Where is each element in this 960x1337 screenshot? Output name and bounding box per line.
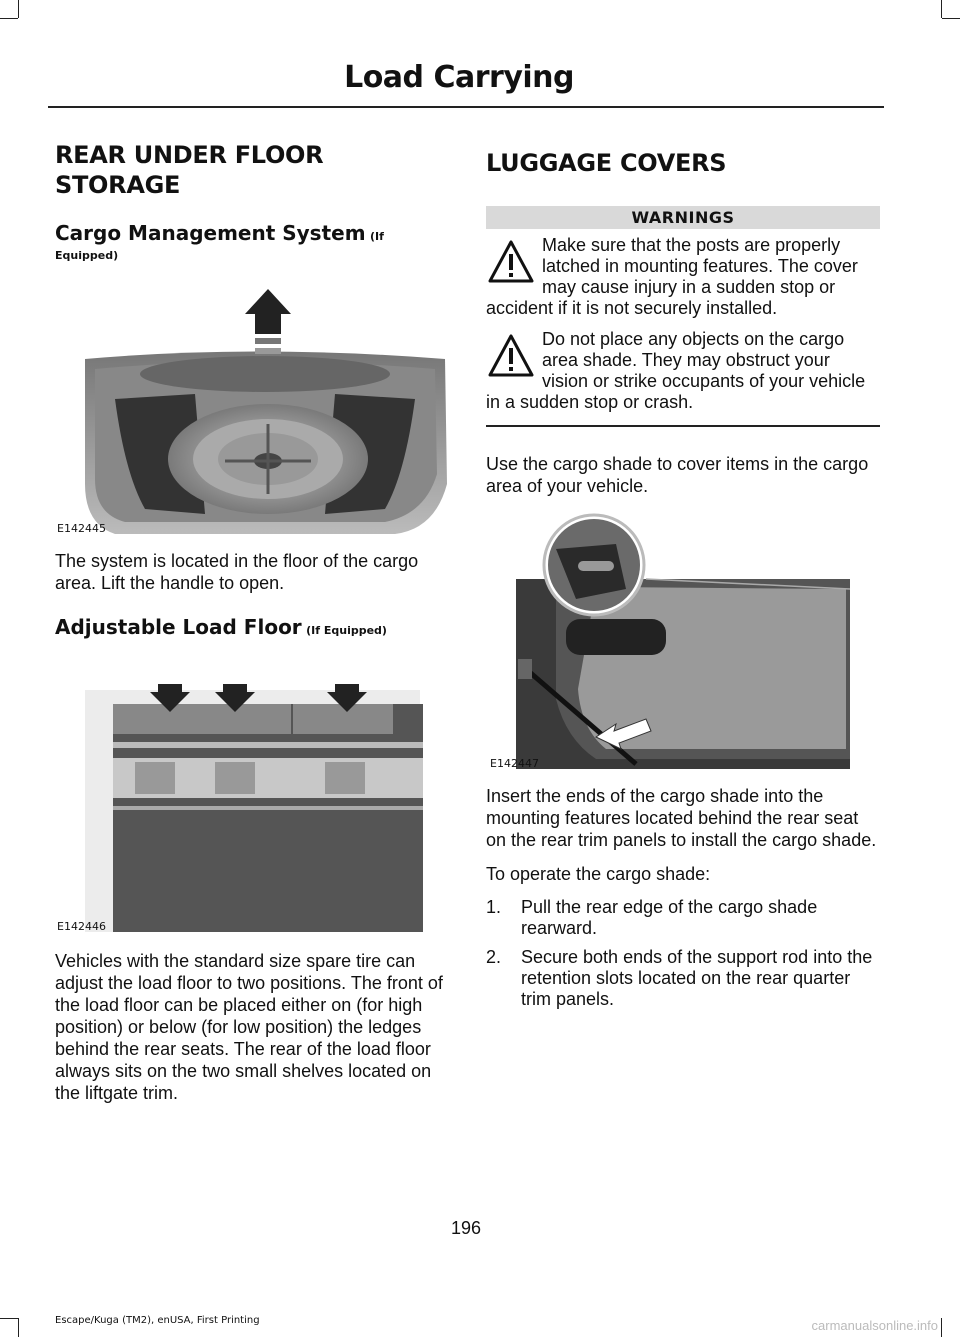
warning-1: Make sure that the posts are properly la…: [486, 235, 880, 319]
crop-mark: [18, 1318, 19, 1337]
figure-code: E142447: [490, 757, 539, 770]
load-floor-illustration: [85, 684, 423, 932]
alf-subheading: Adjustable Load Floor (If Equipped): [55, 614, 450, 640]
operate-steps: 1. Pull the rear edge of the cargo shade…: [486, 897, 880, 1010]
crop-mark: [941, 1318, 942, 1337]
list-item: 2. Secure both ends of the support rod i…: [486, 947, 873, 1009]
alf-title: Adjustable Load Floor: [55, 615, 302, 639]
crop-mark: [941, 0, 942, 18]
list-item: 1. Pull the rear edge of the cargo shade…: [486, 897, 818, 938]
warning-triangle-icon: [488, 240, 534, 283]
figure-load-floor: E142446: [55, 654, 450, 934]
install-paragraph: Insert the ends of the cargo shade into …: [486, 786, 877, 850]
figure-cargo-management: E142445: [55, 274, 450, 535]
alf-paragraph: Vehicles with the standard size spare ti…: [55, 951, 443, 1103]
crop-mark: [942, 18, 960, 19]
operate-intro: To operate the cargo shade:: [486, 864, 711, 884]
alf-qualifier: (If Equipped): [306, 624, 387, 637]
figure-code: E142446: [57, 920, 106, 933]
section-heading: REAR UNDER FLOOR STORAGE: [55, 141, 324, 199]
footer-text: Escape/Kuga (TM2), enUSA, First Printing: [55, 1315, 260, 1326]
warning-2: Do not place any objects on the cargo ar…: [486, 329, 880, 413]
crop-mark: [18, 0, 19, 18]
left-column: REAR UNDER FLOOR STORAGE Cargo Managemen…: [55, 140, 450, 1104]
watermark: carmanualsonline.info: [811, 1318, 938, 1333]
header-divider: [48, 106, 884, 108]
cargo-floor-illustration: [85, 289, 447, 534]
warning-2-text: Do not place any objects on the cargo ar…: [486, 329, 866, 412]
warnings-divider: [486, 425, 880, 427]
crop-mark: [0, 18, 18, 19]
cms-qualifier: (If Equipped): [55, 230, 384, 262]
cms-title: Cargo Management System: [55, 221, 366, 245]
page-title: Load Carrying: [344, 60, 574, 95]
luggage-intro-paragraph: Use the cargo shade to cover items in th…: [486, 454, 869, 496]
crop-mark: [0, 1318, 18, 1319]
section-heading: LUGGAGE COVERS: [486, 149, 727, 177]
cms-paragraph: The system is located in the floor of th…: [55, 551, 419, 593]
cms-subheading: Cargo Management System (If Equipped): [55, 220, 450, 264]
cargo-shade-illustration: [516, 513, 851, 769]
warnings-header: WARNINGS: [486, 206, 880, 229]
warning-triangle-icon: [488, 334, 534, 377]
page-number: 196: [450, 1218, 482, 1238]
figure-code: E142445: [57, 522, 106, 535]
figure-cargo-shade: E142447: [486, 509, 880, 770]
warning-1-text: Make sure that the posts are properly la…: [486, 235, 858, 318]
right-column: LUGGAGE COVERS WARNINGS Make sure that t…: [486, 140, 880, 1018]
